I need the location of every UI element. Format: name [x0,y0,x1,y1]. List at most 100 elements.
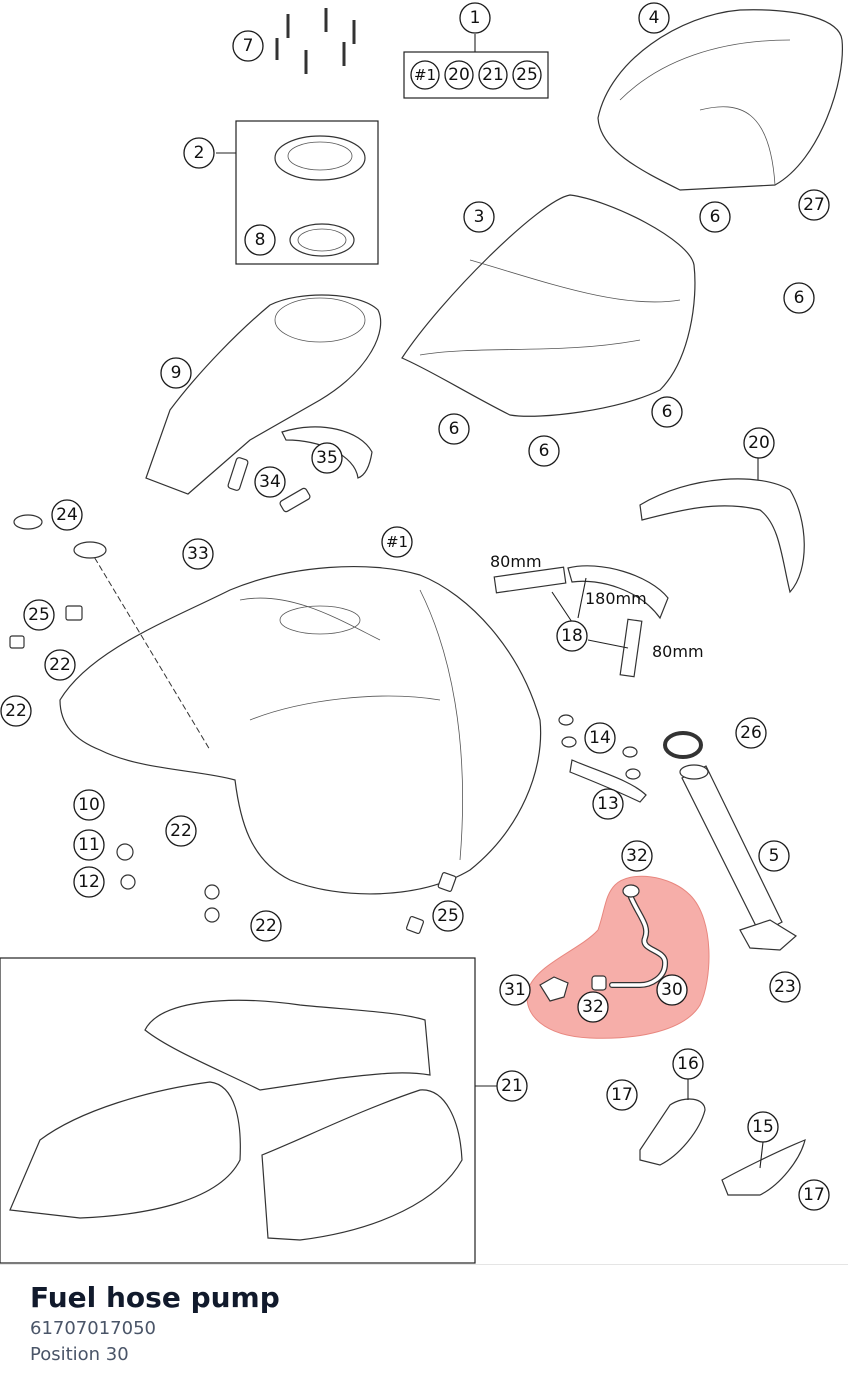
svg-text:18: 18 [561,626,583,646]
divider [0,1264,848,1265]
svg-text:6: 6 [794,288,805,308]
dimension-80mm-top: 80mm [490,552,542,571]
callout-8[interactable]: 8 [244,224,276,256]
part-position: Position 30 [30,1344,129,1365]
callout-6e[interactable]: 6 [528,435,560,467]
svg-text:6: 6 [449,419,460,439]
svg-text:6: 6 [539,441,550,461]
callout-22b[interactable]: 22 [0,695,32,727]
svg-text:25: 25 [437,906,459,926]
svg-text:15: 15 [752,1117,774,1137]
callout-32b[interactable]: 32 [577,991,609,1023]
callout-21[interactable]: 21 [496,1070,528,1102]
top-panel [144,999,431,1091]
callout-3[interactable]: 3 [463,201,495,233]
callout-30[interactable]: 30 [656,974,688,1006]
callout-35[interactable]: 35 [311,442,343,474]
svg-text:31: 31 [504,980,526,1000]
svg-text:23: 23 [774,977,796,997]
svg-text:30: 30 [661,980,683,1000]
callout-1[interactable]: 1 [459,2,491,34]
callout-12[interactable]: 12 [73,866,105,898]
callout-23[interactable]: 23 [769,971,801,1003]
svg-text:21: 21 [482,65,504,85]
svg-text:26: 26 [740,723,762,743]
svg-text:33: 33 [187,544,209,564]
callout-6a[interactable]: 6 [699,201,731,233]
callout-27[interactable]: 27 [798,189,830,221]
bracket-15 [721,1139,806,1196]
svg-text:17: 17 [803,1185,825,1205]
dimension-180mm: 180mm [585,589,647,608]
right-panel [261,1089,463,1241]
svg-text:25: 25 [516,65,538,85]
side-trim [639,478,805,594]
svg-text:32: 32 [626,846,648,866]
svg-text:32: 32 [582,997,604,1017]
callout-13[interactable]: 13 [592,788,624,820]
group-box-20[interactable]: 20 [444,60,474,90]
svg-text:7: 7 [243,36,254,56]
svg-text:5: 5 [769,846,780,866]
dimension-labels: 80mm 180mm 80mm [490,552,704,661]
callout-20[interactable]: 20 [743,427,775,459]
part-title: Fuel hose pump [30,1281,280,1314]
svg-text:9: 9 [171,363,182,383]
svg-text:25: 25 [28,605,50,625]
svg-text:20: 20 [448,65,470,85]
callout-25b[interactable]: 25 [432,900,464,932]
callout-hash1[interactable]: #1 [381,526,413,558]
bracket-16 [639,1098,706,1166]
callout-6d[interactable]: 6 [438,413,470,445]
callout-17b[interactable]: 17 [798,1179,830,1211]
callout-25a[interactable]: 25 [23,599,55,631]
callout-22d[interactable]: 22 [250,910,282,942]
svg-text:4: 4 [649,8,660,28]
part-info: Fuel hose pump 61707017050 Position 30 [30,1280,280,1368]
callout-10[interactable]: 10 [73,789,105,821]
group-box-hash1[interactable]: #1 [410,60,440,90]
callout-11[interactable]: 11 [73,829,105,861]
svg-text:22: 22 [49,655,71,675]
svg-text:#1: #1 [414,66,436,84]
svg-text:22: 22 [5,701,27,721]
svg-text:12: 12 [78,872,100,892]
group-box-25[interactable]: 25 [512,60,542,90]
callout-17a[interactable]: 17 [606,1079,638,1111]
callout-24[interactable]: 24 [51,499,83,531]
callout-group: 1 4 7 #1 20 21 25 2 6 27 3 8 6 9 6 6 20 … [0,2,830,1211]
callout-22a[interactable]: 22 [44,649,76,681]
exploded-parts-diagram: 80mm 180mm 80mm 1 4 7 #1 20 21 25 2 6 27… [0,2,844,1264]
callout-2[interactable]: 2 [183,137,215,169]
callout-34[interactable]: 34 [254,466,286,498]
callout-6b[interactable]: 6 [783,282,815,314]
callout-5[interactable]: 5 [758,840,790,872]
callout-16[interactable]: 16 [672,1048,704,1080]
callout-4[interactable]: 4 [638,2,670,34]
svg-text:6: 6 [710,207,721,227]
svg-text:27: 27 [803,195,825,215]
group-box-21[interactable]: 21 [478,60,508,90]
callout-15[interactable]: 15 [747,1111,779,1143]
svg-text:22: 22 [170,821,192,841]
svg-text:1: 1 [470,8,481,28]
highlight-area-position-30[interactable] [526,875,710,1039]
callout-14[interactable]: 14 [584,722,616,754]
svg-text:10: 10 [78,795,100,815]
callout-33[interactable]: 33 [182,538,214,570]
callout-9[interactable]: 9 [160,357,192,389]
svg-text:13: 13 [597,794,619,814]
callout-6c[interactable]: 6 [651,396,683,428]
svg-text:11: 11 [78,835,100,855]
callout-7[interactable]: 7 [232,30,264,62]
svg-text:35: 35 [316,448,338,468]
callout-18[interactable]: 18 [556,620,588,652]
callout-22c[interactable]: 22 [165,815,197,847]
callout-32a[interactable]: 32 [621,840,653,872]
o-ring [663,731,703,759]
svg-text:16: 16 [677,1054,699,1074]
part-number: 61707017050 [30,1318,156,1339]
callout-31[interactable]: 31 [499,974,531,1006]
callout-26[interactable]: 26 [735,717,767,749]
svg-text:3: 3 [474,207,485,227]
